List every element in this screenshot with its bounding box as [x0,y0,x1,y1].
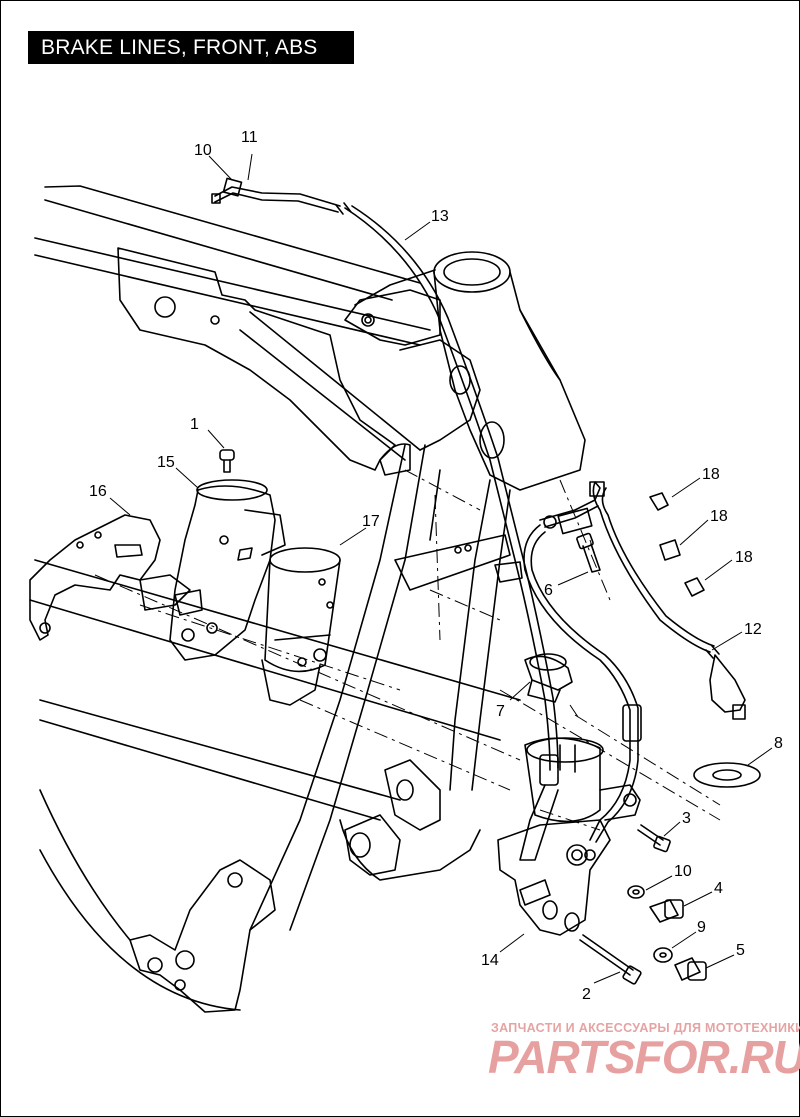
screw-1 [219,449,235,473]
brake-line-12 [523,481,746,843]
diagram-title: BRAKE LINES, FRONT, ABS [28,31,354,64]
callout-18: 18 [735,549,753,566]
callout-2: 2 [582,986,591,1003]
washer-10 [627,885,645,899]
clip-18 [649,492,705,597]
bracket-15 [139,479,286,661]
callout-5: 5 [736,942,745,959]
callout-labels: 10 11 13 1 15 16 17 18 18 18 6 12 7 8 3 … [89,129,783,1003]
banjo-bolt-5 [674,957,707,981]
callout-6: 6 [544,582,553,599]
frame-downtube [249,443,511,931]
frame-rear-bracket [39,849,276,1013]
callout-18: 18 [710,508,728,525]
watermark-brand: PARTSFOR.RU [488,1031,800,1083]
bracket-16 [29,514,161,641]
callout-15: 15 [157,454,175,471]
callout-10: 10 [674,863,692,880]
callout-1: 1 [190,416,199,433]
alignment-dashes [94,469,721,831]
callout-11: 11 [241,129,258,146]
callout-13: 13 [431,208,449,225]
long-bolt-2 [579,934,642,985]
callout-9: 9 [697,919,706,936]
bolt-3 [637,824,671,853]
frame-lower-rails [29,559,521,941]
callout-14: 14 [481,952,499,969]
banjo-bolt-4 [649,899,684,923]
watermark-tagline: ЗАПЧАСТИ И АКСЕССУАРЫ ДЛЯ МОТОТЕХНИКИ [491,1021,800,1035]
callout-7: 7 [496,703,505,720]
frame-steering-head [344,251,586,491]
callout-17: 17 [362,513,380,530]
leader-lines [109,153,773,984]
callout-16: 16 [89,483,107,500]
frame-side-plate [117,247,421,471]
callout-3: 3 [682,810,691,827]
callout-8: 8 [774,735,783,752]
bolt-6 [576,532,601,573]
callout-4: 4 [714,880,723,897]
callout-10: 10 [194,142,212,159]
clip-7 [524,653,573,703]
washer-8 [693,762,761,788]
callout-12: 12 [744,621,762,638]
abs-sensor-17 [261,547,341,706]
abs-module-14 [497,737,641,936]
washer-9 [653,947,673,963]
callout-18: 18 [702,466,720,483]
